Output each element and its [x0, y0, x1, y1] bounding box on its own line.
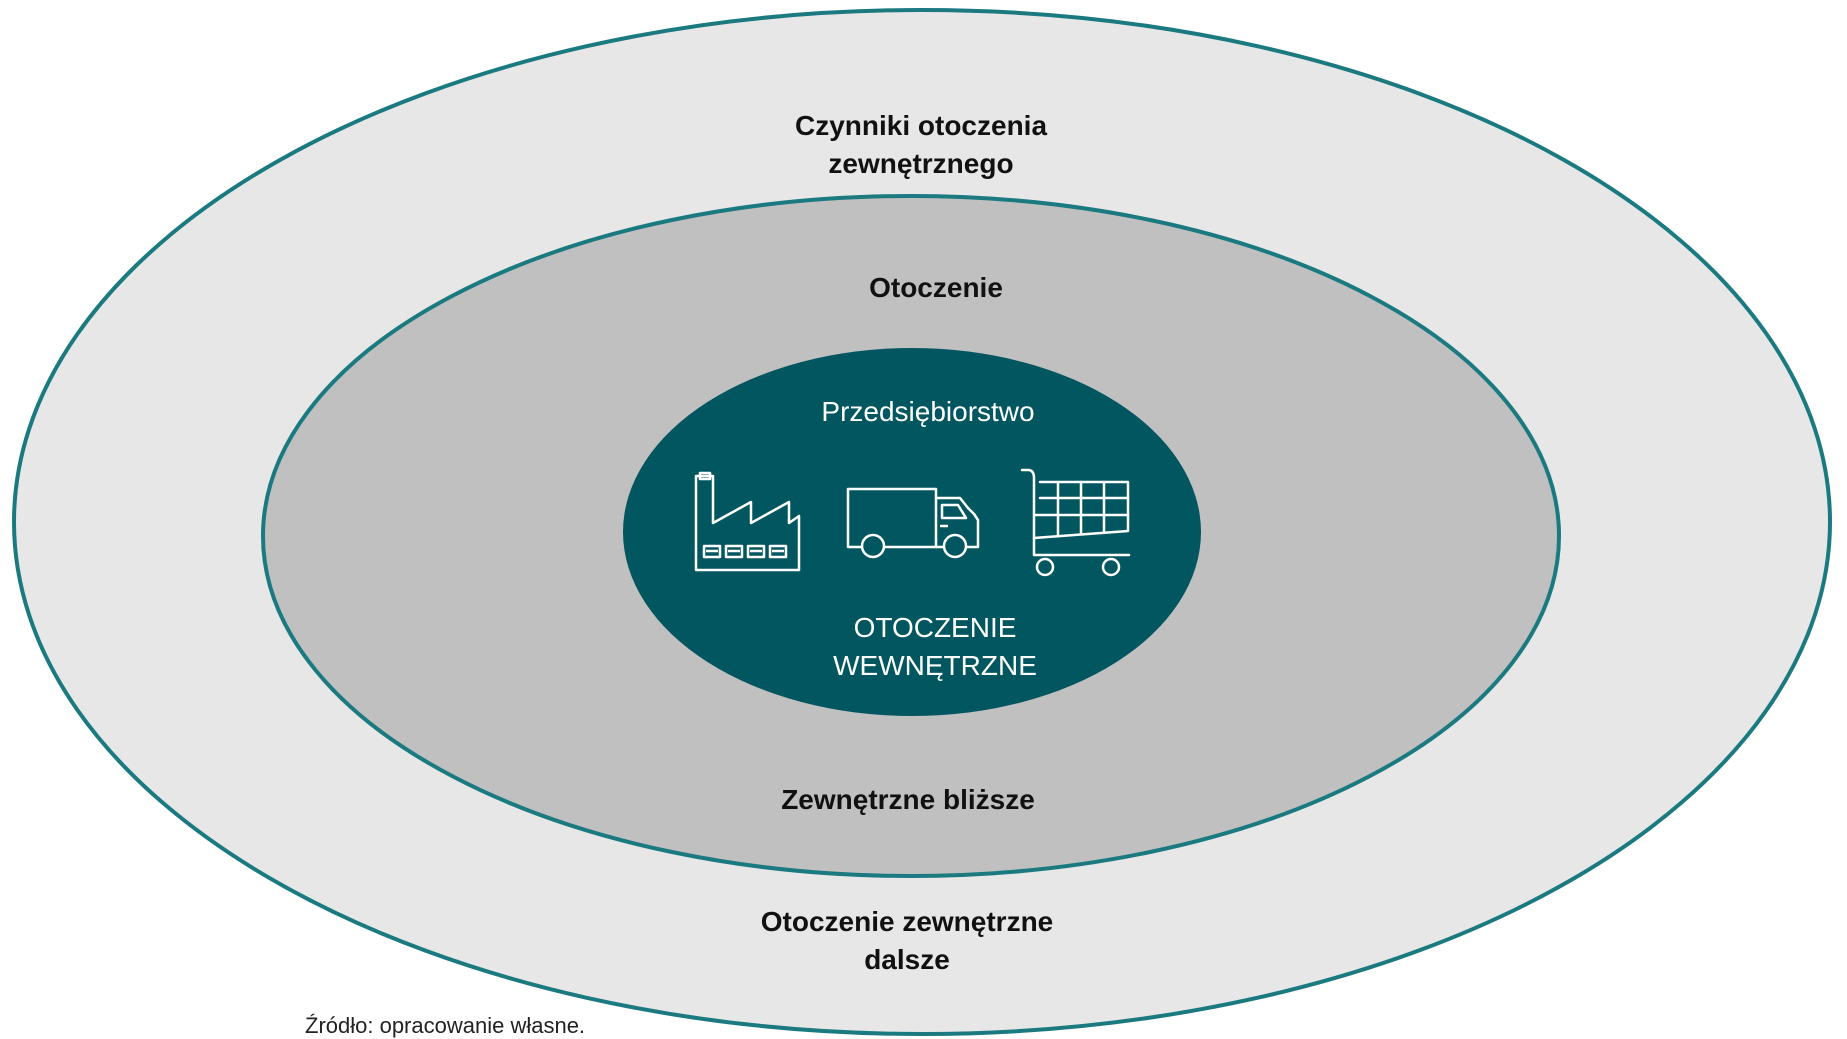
middle-ring-title: Otoczenie [869, 272, 1003, 303]
factory-icon [694, 471, 801, 572]
inner-ring-bottom-line2: WEWNĘTRZNE [833, 650, 1037, 681]
truck-icon [846, 487, 980, 559]
shopping-cart-icon [1020, 468, 1131, 577]
outer-ring-bottom-line1: Otoczenie zewnętrzne [760, 906, 1054, 937]
middle-ring-bottom-label: Zewnętrzne bliższe [781, 784, 1035, 815]
inner-ring-bottom-label: OTOCZENIE WEWNĘTRZNE [833, 609, 1037, 685]
source-note: Źródło: opracowanie własne. [305, 1013, 586, 1038]
inner-ring-bottom-line1: OTOCZENIE [853, 612, 1017, 643]
inner-ring [623, 348, 1201, 716]
inner-ring-title: Przedsiębiorstwo [821, 396, 1035, 427]
outer-ring-bottom-line2: dalsze [864, 944, 950, 975]
outer-ring-bottom-label: Otoczenie zewnętrzne dalsze [761, 903, 1054, 979]
outer-ring-title-line1: Czynniki otoczenia [794, 110, 1048, 141]
outer-ring-title: Czynniki otoczenia zewnętrznego [795, 107, 1047, 183]
outer-ring-title-line2: zewnętrznego [828, 148, 1014, 179]
